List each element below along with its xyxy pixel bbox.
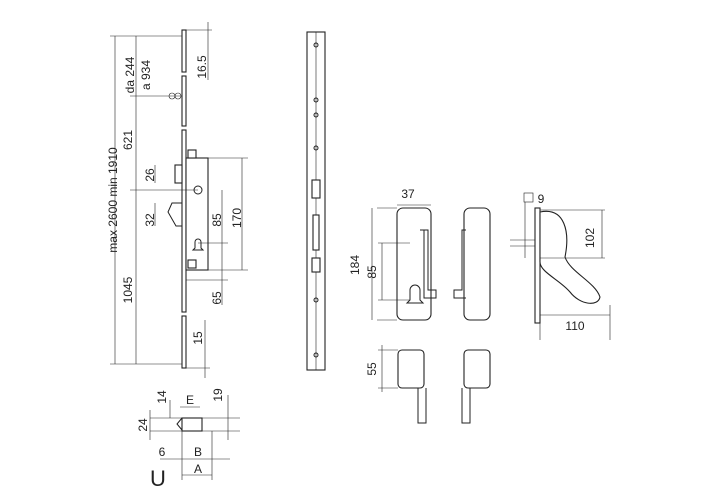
dim-total-length: max 2600 min 1910 <box>106 147 120 253</box>
dim-lower-rod: 1045 <box>121 276 135 303</box>
dim-projection: 102 <box>583 228 597 248</box>
panic-handle-front-view <box>371 192 611 424</box>
dim-u-a: A <box>194 462 202 476</box>
dim-deadbolt: 26 <box>143 168 157 182</box>
dim-u-6: 6 <box>159 445 166 459</box>
deadbolt <box>174 164 183 184</box>
dim-depth: 110 <box>565 319 584 333</box>
dim-u-e: E <box>186 393 194 407</box>
dim-center-distance: 85 <box>210 213 224 227</box>
dim-u-24: 24 <box>136 418 150 432</box>
dim-handle-center: 85 <box>365 265 379 279</box>
multipoint-lock-side-view <box>110 22 248 378</box>
section-u-view <box>149 395 240 480</box>
section-label-u: U <box>150 466 166 491</box>
latch-bolt <box>167 202 182 227</box>
dim-u-19: 19 <box>211 388 225 402</box>
dim-handle-height: 184 <box>348 255 362 275</box>
dim-handle-width: 37 <box>401 187 415 201</box>
dim-top-end: 16.5 <box>195 55 209 79</box>
dim-u-b: B <box>194 445 202 459</box>
dim-body-height: 170 <box>230 208 244 228</box>
dim-upper-from: da 244 <box>123 56 137 93</box>
dim-square-spindle: 9 <box>538 192 545 206</box>
dim-cylinder-offset: 65 <box>210 291 224 305</box>
dim-upper-to: a 934 <box>139 60 153 90</box>
multipoint-lock-front-view <box>306 31 326 371</box>
dim-u-14: 14 <box>155 390 169 404</box>
dim-latch: 32 <box>143 213 157 227</box>
lock-body <box>185 157 209 271</box>
dim-bottom-end: 15 <box>191 331 205 345</box>
cylinder-hole <box>191 238 205 251</box>
dim-knob-height: 55 <box>365 362 379 376</box>
dim-upper-rod: 621 <box>121 130 135 150</box>
